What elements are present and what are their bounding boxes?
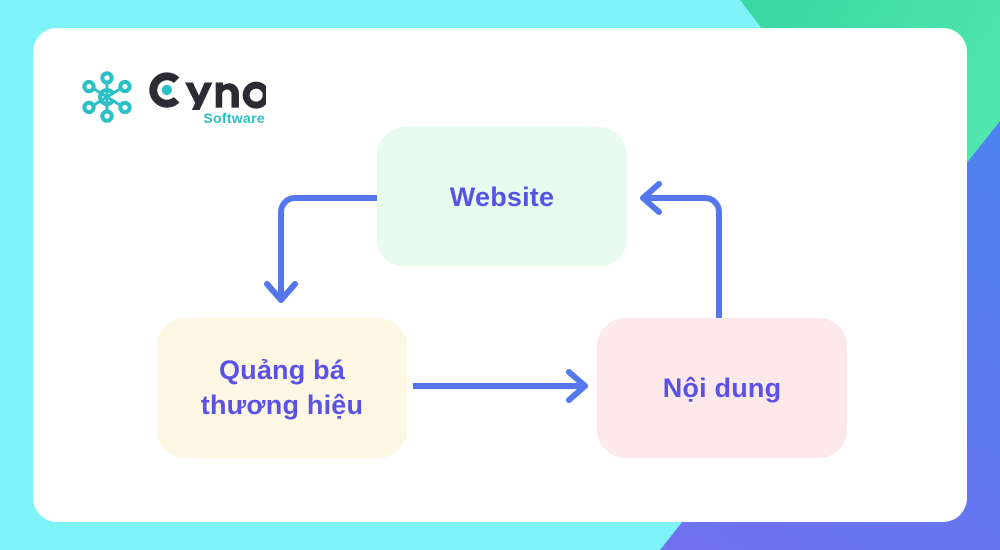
content-card: Software Website Quảng bá thư xyxy=(33,28,967,522)
brand-logo-text: Software xyxy=(145,70,266,125)
brand-wordmark-icon xyxy=(149,71,266,110)
flow-node-noi-dung-label: Nội dung xyxy=(662,372,782,403)
flow-node-website[interactable]: Website xyxy=(377,127,627,267)
cyno-network-logo-mark-icon xyxy=(82,71,132,123)
arrowhead-left-icon xyxy=(640,181,662,215)
flow-node-noi-dung[interactable]: Nội dung xyxy=(597,318,847,458)
connector-website-to-quangba xyxy=(278,195,377,296)
brand-logo[interactable]: Software xyxy=(78,68,266,126)
flow-diagram: Website Quảng bá thương hiệu Nội dung xyxy=(33,28,967,522)
flow-node-website-label: Website xyxy=(449,181,555,212)
flow-node-quang-ba-thuong-hieu-label: Quảng bá thương hiệu xyxy=(200,355,364,420)
connector-noidung-to-website xyxy=(645,195,722,318)
flow-connectors xyxy=(264,181,722,403)
flow-node-quang-ba-thuong-hieu[interactable]: Quảng bá thương hiệu xyxy=(157,318,407,458)
brand-tagline: Software xyxy=(203,109,265,126)
arrowhead-right-icon xyxy=(566,369,588,403)
arrowhead-down-icon xyxy=(264,281,298,303)
